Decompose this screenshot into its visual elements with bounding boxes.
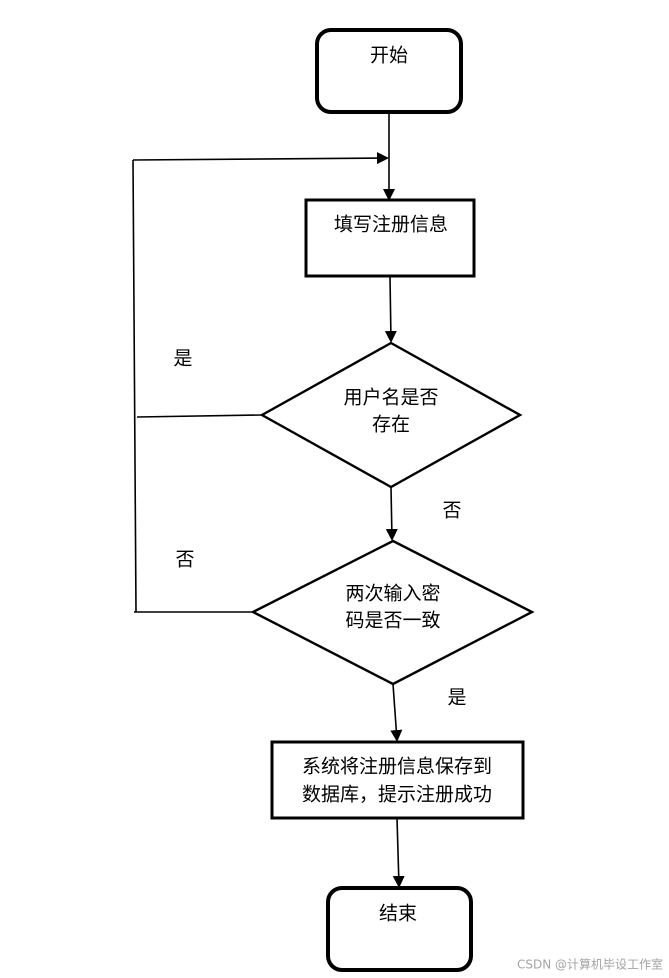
loop-back-vertical	[132, 159, 137, 613]
edge-save-db-to-end	[392, 817, 405, 888]
end-node: 结束	[326, 886, 473, 972]
edge-label-user-exists-no: 否	[442, 500, 461, 522]
edge-user-exists-yes-left	[136, 414, 263, 418]
end-node-label: 结束	[379, 903, 417, 925]
fill-info-node: 填写注册信息	[304, 198, 476, 278]
edge-label-user-exists-yes: 是	[173, 348, 192, 370]
edge-label-password-match-no: 否	[175, 549, 194, 571]
loop-back-top	[132, 152, 389, 165]
user-exists-label-line2: 存在	[372, 414, 410, 436]
password-match-label-line1: 两次输入密	[345, 583, 440, 605]
fill-info-node-label: 填写注册信息	[334, 214, 448, 236]
edge-label-password-match-yes: 是	[447, 687, 466, 709]
save-db-label-line1: 系统将注册信息保存到	[302, 756, 492, 778]
password-match-label-line2: 码是否一致	[345, 610, 440, 632]
start-node: 开始	[315, 28, 463, 114]
save-db-node: 系统将注册信息保存到 数据库，提示注册成功	[270, 740, 525, 820]
edge-user-exists-no	[385, 486, 398, 541]
user-exists-label-line1: 用户名是否	[343, 387, 438, 409]
watermark-text: CSDN @计算机毕设工作室	[517, 957, 663, 972]
user-exists-decision: 用户名是否 存在	[259, 341, 523, 489]
password-match-decision: 两次输入密 码是否一致	[250, 539, 535, 686]
edge-fill-info-to-user-exists	[384, 276, 397, 343]
edge-password-match-yes	[390, 683, 403, 742]
save-db-label-line2: 数据库，提示注册成功	[302, 784, 492, 806]
start-node-label: 开始	[370, 45, 408, 67]
